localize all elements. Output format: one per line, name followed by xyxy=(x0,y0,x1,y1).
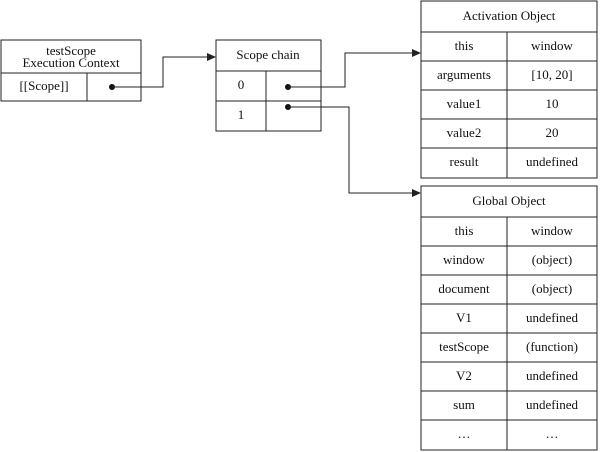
execution-context-box: testScope Execution Context [[Scope]] xyxy=(0,39,142,102)
global-object-title: Global Object xyxy=(472,193,546,208)
global-row-value: … xyxy=(546,426,559,441)
activation-row-key: arguments xyxy=(437,67,491,82)
global-row-value: (function) xyxy=(526,339,578,354)
global-row-value: (object) xyxy=(532,281,572,296)
chain1-to-global-arrow xyxy=(288,106,421,197)
global-row-value: undefined xyxy=(526,310,578,325)
activation-row-key: result xyxy=(450,154,479,169)
global-row-value: window xyxy=(531,223,574,238)
activation-object-title: Activation Object xyxy=(463,8,556,23)
scope-chain-index-1: 1 xyxy=(238,107,245,122)
global-row-key: testScope xyxy=(439,339,489,354)
global-object-table: Global Object this window window (object… xyxy=(420,185,598,451)
global-row-key: V2 xyxy=(456,368,472,383)
chain0-to-activation-arrow xyxy=(288,49,421,88)
global-row-key: window xyxy=(443,252,486,267)
execution-context-title-line1: testScope xyxy=(46,43,96,58)
global-row-value: undefined xyxy=(526,397,578,412)
activation-row-key: value1 xyxy=(447,96,482,111)
activation-row-value: 10 xyxy=(546,96,559,111)
global-row-value: (object) xyxy=(532,252,572,267)
activation-row-key: value2 xyxy=(447,125,482,140)
activation-row-value: window xyxy=(531,38,574,53)
global-row-key: sum xyxy=(453,397,475,412)
scope-chain-index-0: 0 xyxy=(238,77,245,92)
activation-row-value: undefined xyxy=(526,154,578,169)
global-row-key: V1 xyxy=(456,310,472,325)
activation-row-value: 20 xyxy=(546,125,559,140)
activation-row-key: this xyxy=(455,38,474,53)
global-row-key: this xyxy=(455,223,474,238)
scope-chain-title: Scope chain xyxy=(236,47,300,62)
activation-row-value: [10, 20] xyxy=(531,67,572,82)
execution-context-title-line2: Execution Context xyxy=(22,55,120,70)
activation-object-table: Activation Object this window arguments … xyxy=(420,0,598,179)
scope-property-label: [[Scope]] xyxy=(19,78,68,93)
scope-chain-box: Scope chain 0 1 xyxy=(215,39,322,132)
global-row-value: undefined xyxy=(526,368,578,383)
global-row-key: … xyxy=(458,426,471,441)
global-row-key: document xyxy=(438,281,490,296)
scope-to-chain-arrow xyxy=(112,53,216,88)
